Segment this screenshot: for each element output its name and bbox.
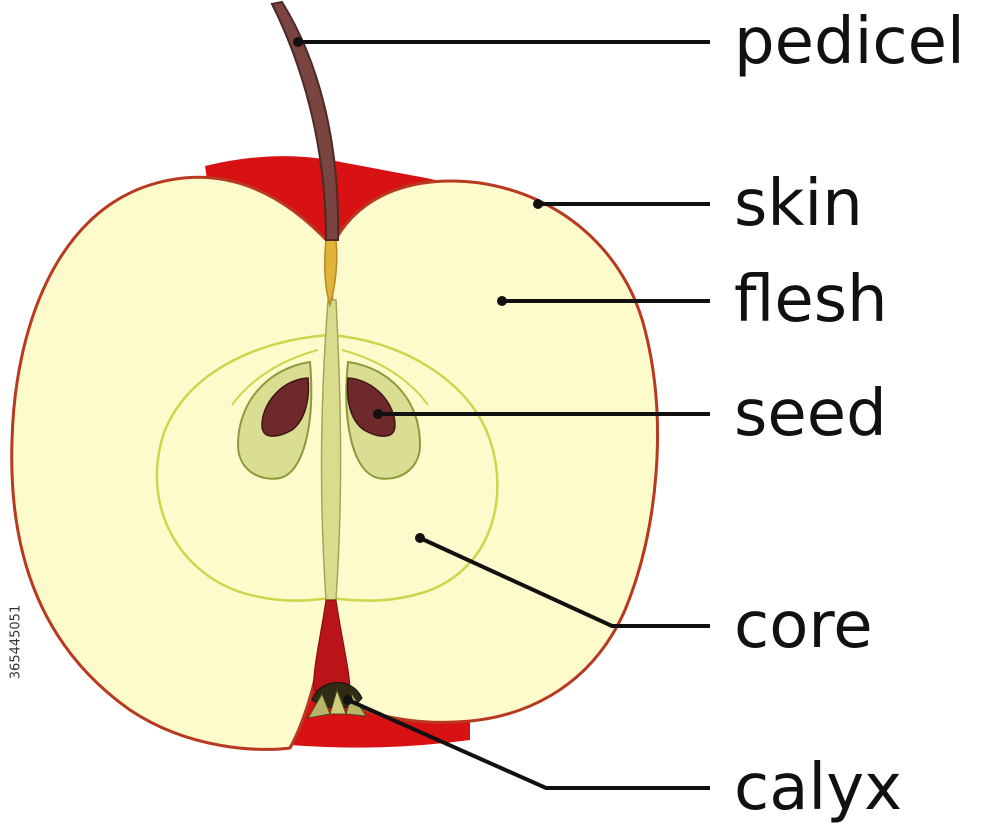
leader-dot-skin: [533, 199, 543, 209]
seed-left: [261, 377, 310, 437]
leader-dot-calyx: [343, 695, 353, 705]
leader-dot-core: [415, 533, 425, 543]
carpel-line-left: [231, 349, 319, 406]
label-seed: seed: [734, 377, 887, 451]
pedicel: [270, 0, 340, 241]
leader-dot-pedicel: [293, 37, 303, 47]
leader-dot-seed: [373, 409, 383, 419]
leader-dots: [293, 37, 543, 705]
apple-flesh-left: [10, 175, 334, 751]
label-core: core: [734, 589, 873, 663]
stock-image-id: 365445051: [2, 586, 30, 698]
stem-base: [324, 239, 338, 308]
leader-line-calyx: [347, 698, 710, 790]
leader-lines: [298, 40, 710, 790]
carpel-line-right: [341, 349, 429, 406]
label-flesh: flesh: [734, 263, 888, 337]
stock-image-id-text: 365445051: [8, 604, 24, 680]
label-calyx: calyx: [734, 751, 902, 825]
label-pedicel: pedicel: [734, 5, 965, 79]
leader-dot-flesh: [497, 296, 507, 306]
leader-line-core: [419, 536, 710, 628]
label-skin: skin: [734, 167, 863, 241]
seed-right: [346, 377, 396, 437]
central-strand: [320, 299, 342, 601]
